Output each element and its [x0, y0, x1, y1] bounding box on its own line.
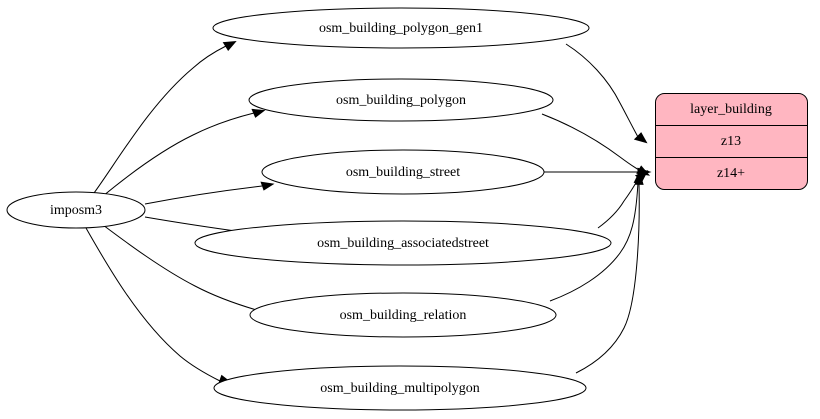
edge-line [144, 185, 263, 205]
edge-osm_building_street-to-layer_building-z14plus [543, 167, 652, 177]
arrowhead-icon [222, 41, 237, 52]
node-shape-ellipse[interactable] [213, 365, 587, 411]
node-label-osm_building_relation: osm_building_relation [340, 308, 467, 323]
layer-record-box[interactable] [655, 93, 808, 190]
node-osm_building_multipolygon[interactable]: osm_building_multipolygon [213, 365, 587, 411]
edge-line [575, 183, 640, 374]
edge-line [85, 227, 221, 382]
node-shape-ellipse[interactable] [261, 149, 545, 195]
layer-name-label: layer_building [690, 102, 772, 117]
edge-imposm3-to-osm_building_polygon_gen1 [93, 41, 237, 194]
arrowhead-icon [633, 132, 648, 144]
edge-imposm3-to-osm_building_street [144, 181, 275, 205]
arrowhead-icon [634, 170, 644, 185]
node-label-osm_building_multipolygon: osm_building_multipolygon [320, 381, 479, 396]
arrowhead-icon [260, 181, 275, 191]
node-label-osm_building_polygon: osm_building_polygon [336, 93, 466, 108]
edge-osm_building_polygon-to-layer_building-z14plus [541, 113, 651, 176]
edge-line [597, 176, 640, 229]
node-label-osm_building_polygon_gen1: osm_building_polygon_gen1 [319, 21, 483, 36]
node-shape-ellipse[interactable] [248, 78, 554, 122]
node-shape-ellipse[interactable] [6, 191, 146, 229]
edge-line [565, 43, 639, 138]
node-shape-ellipse[interactable] [212, 7, 590, 49]
node-label-osm_building_associatedstreet: osm_building_associatedstreet [317, 236, 489, 251]
node-osm_building_polygon[interactable]: osm_building_polygon [248, 78, 554, 122]
node-imposm3[interactable]: imposm3 [6, 191, 146, 229]
node-label-imposm3: imposm3 [50, 203, 102, 218]
edge-osm_building_multipolygon-to-layer_building-z14plus [575, 170, 644, 374]
node-shape-ellipse[interactable] [249, 292, 557, 338]
arrowhead-icon [251, 108, 266, 118]
edge-osm_building_polygon_gen1-to-layer_building-z13 [565, 43, 648, 144]
edge-imposm3-to-osm_building_multipolygon [85, 227, 232, 386]
edge-line [102, 112, 255, 197]
node-shape-ellipse[interactable] [194, 220, 612, 266]
zoom-z14plus-label: z14+ [717, 166, 745, 181]
edge-line [93, 45, 227, 194]
node-osm_building_polygon_gen1[interactable]: osm_building_polygon_gen1 [212, 7, 590, 49]
node-osm_building_relation[interactable]: osm_building_relation [249, 292, 557, 338]
node-label-osm_building_street: osm_building_street [346, 165, 460, 180]
edge-line [549, 181, 639, 302]
zoom-z13-label: z13 [721, 134, 741, 149]
node-osm_building_associatedstreet[interactable]: osm_building_associatedstreet [194, 220, 612, 266]
node-osm_building_street[interactable]: osm_building_street [261, 149, 545, 195]
node-layer_building[interactable]: layer_building z13 z14+ [655, 93, 808, 190]
edge-group-tables-to-layer [541, 43, 652, 374]
edge-line [541, 113, 640, 171]
edge-imposm3-to-osm_building_polygon [102, 108, 266, 197]
edge-line [102, 224, 261, 312]
